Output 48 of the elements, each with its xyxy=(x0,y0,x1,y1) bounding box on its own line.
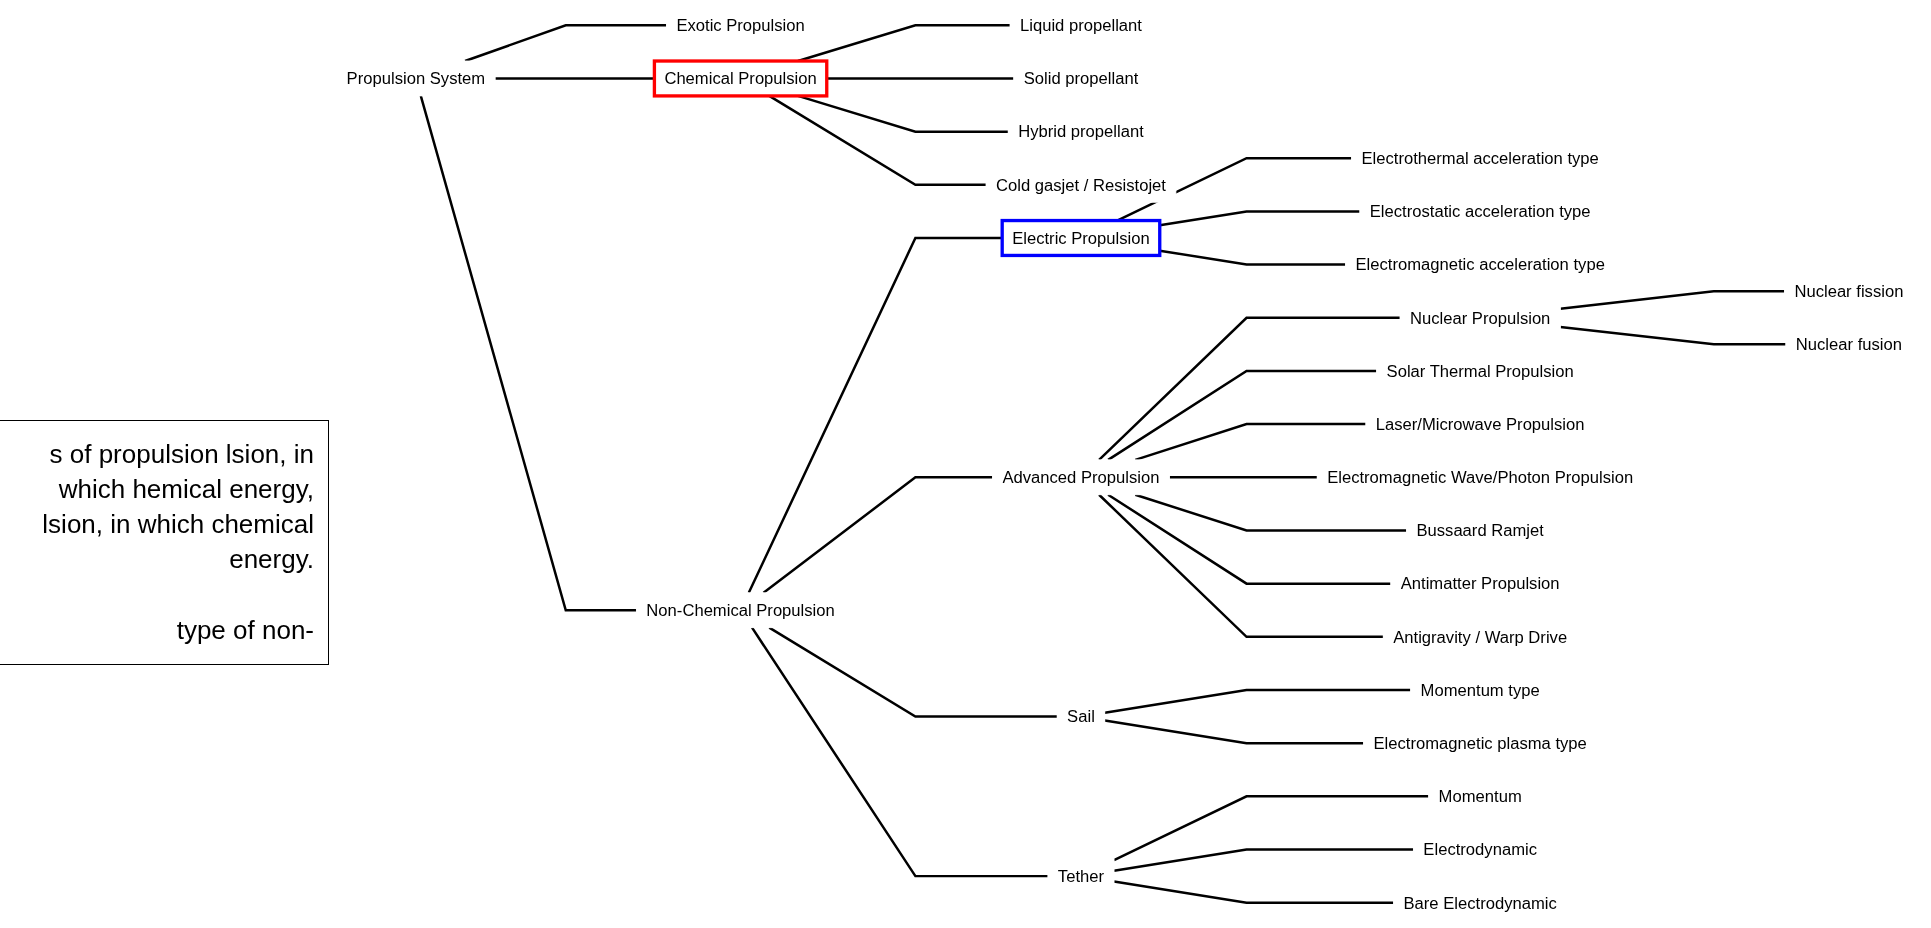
connector xyxy=(464,24,667,63)
node-text: Tether xyxy=(1057,866,1105,886)
node-text: Non-Chemical Propulsion xyxy=(646,601,835,620)
note-text: s of propulsion lsion, in which hemical energy, lsion, in which chemical energy. xyxy=(41,438,314,577)
node-box: Chemical Propulsion xyxy=(652,59,829,98)
node-text: Electromagnetic acceleration type xyxy=(1355,255,1605,274)
node-text: Solid propellant xyxy=(1023,69,1139,88)
connector xyxy=(1104,688,1411,714)
connector xyxy=(1113,848,1414,873)
connector xyxy=(762,476,993,594)
node-text: Electromagnetic Wave/Photon Propulsion xyxy=(1327,468,1634,487)
connector xyxy=(419,95,637,612)
connector xyxy=(1098,493,1384,639)
node-text: Nuclear Propulsion xyxy=(1409,308,1551,327)
connector xyxy=(1560,325,1786,346)
connector xyxy=(1104,719,1364,745)
connector xyxy=(1113,880,1394,904)
node-text: Electrostatic acceleration type xyxy=(1369,202,1591,221)
node-text: Electrodynamic xyxy=(1423,840,1537,859)
node-text: Exotic Propulsion xyxy=(676,16,805,35)
connector xyxy=(751,627,1048,878)
connector xyxy=(768,626,1058,718)
node-text: Liquid propellant xyxy=(1019,16,1142,35)
connector xyxy=(1134,493,1407,532)
node-text: Bare Electrodynamic xyxy=(1403,893,1557,912)
connector xyxy=(1560,289,1785,310)
node-text: Advanced Propulsion xyxy=(1002,468,1160,487)
node-text: Electromagnetic plasma type xyxy=(1373,734,1587,753)
node-text: Bussaard Ramjet xyxy=(1416,521,1544,540)
connector xyxy=(1113,795,1429,862)
note-text: type of non- xyxy=(175,614,314,648)
connector xyxy=(1169,476,1318,479)
node-text: Momentum xyxy=(1438,787,1522,806)
node-text: Nuclear fusion xyxy=(1795,335,1902,354)
node-text: Momentum type xyxy=(1420,680,1540,700)
node-text: Hybrid propellant xyxy=(1018,122,1144,141)
node-text: Laser/Microwave Propulsion xyxy=(1375,414,1585,434)
node-text: Electrothermal acceleration type xyxy=(1361,149,1599,168)
node-text: Antigravity / Warp Drive xyxy=(1393,627,1568,646)
node-box: Electric Propulsion xyxy=(1000,218,1162,258)
node-text: Sail xyxy=(1067,707,1095,726)
node-text: Solar Thermal Propulsion xyxy=(1386,361,1574,381)
node-text: Propulsion System xyxy=(346,69,486,88)
node-text: Antimatter Propulsion xyxy=(1400,574,1560,593)
node-text: Nuclear fission xyxy=(1794,282,1904,301)
connector xyxy=(1107,493,1391,585)
connector xyxy=(1107,369,1377,461)
connector xyxy=(1098,316,1400,461)
